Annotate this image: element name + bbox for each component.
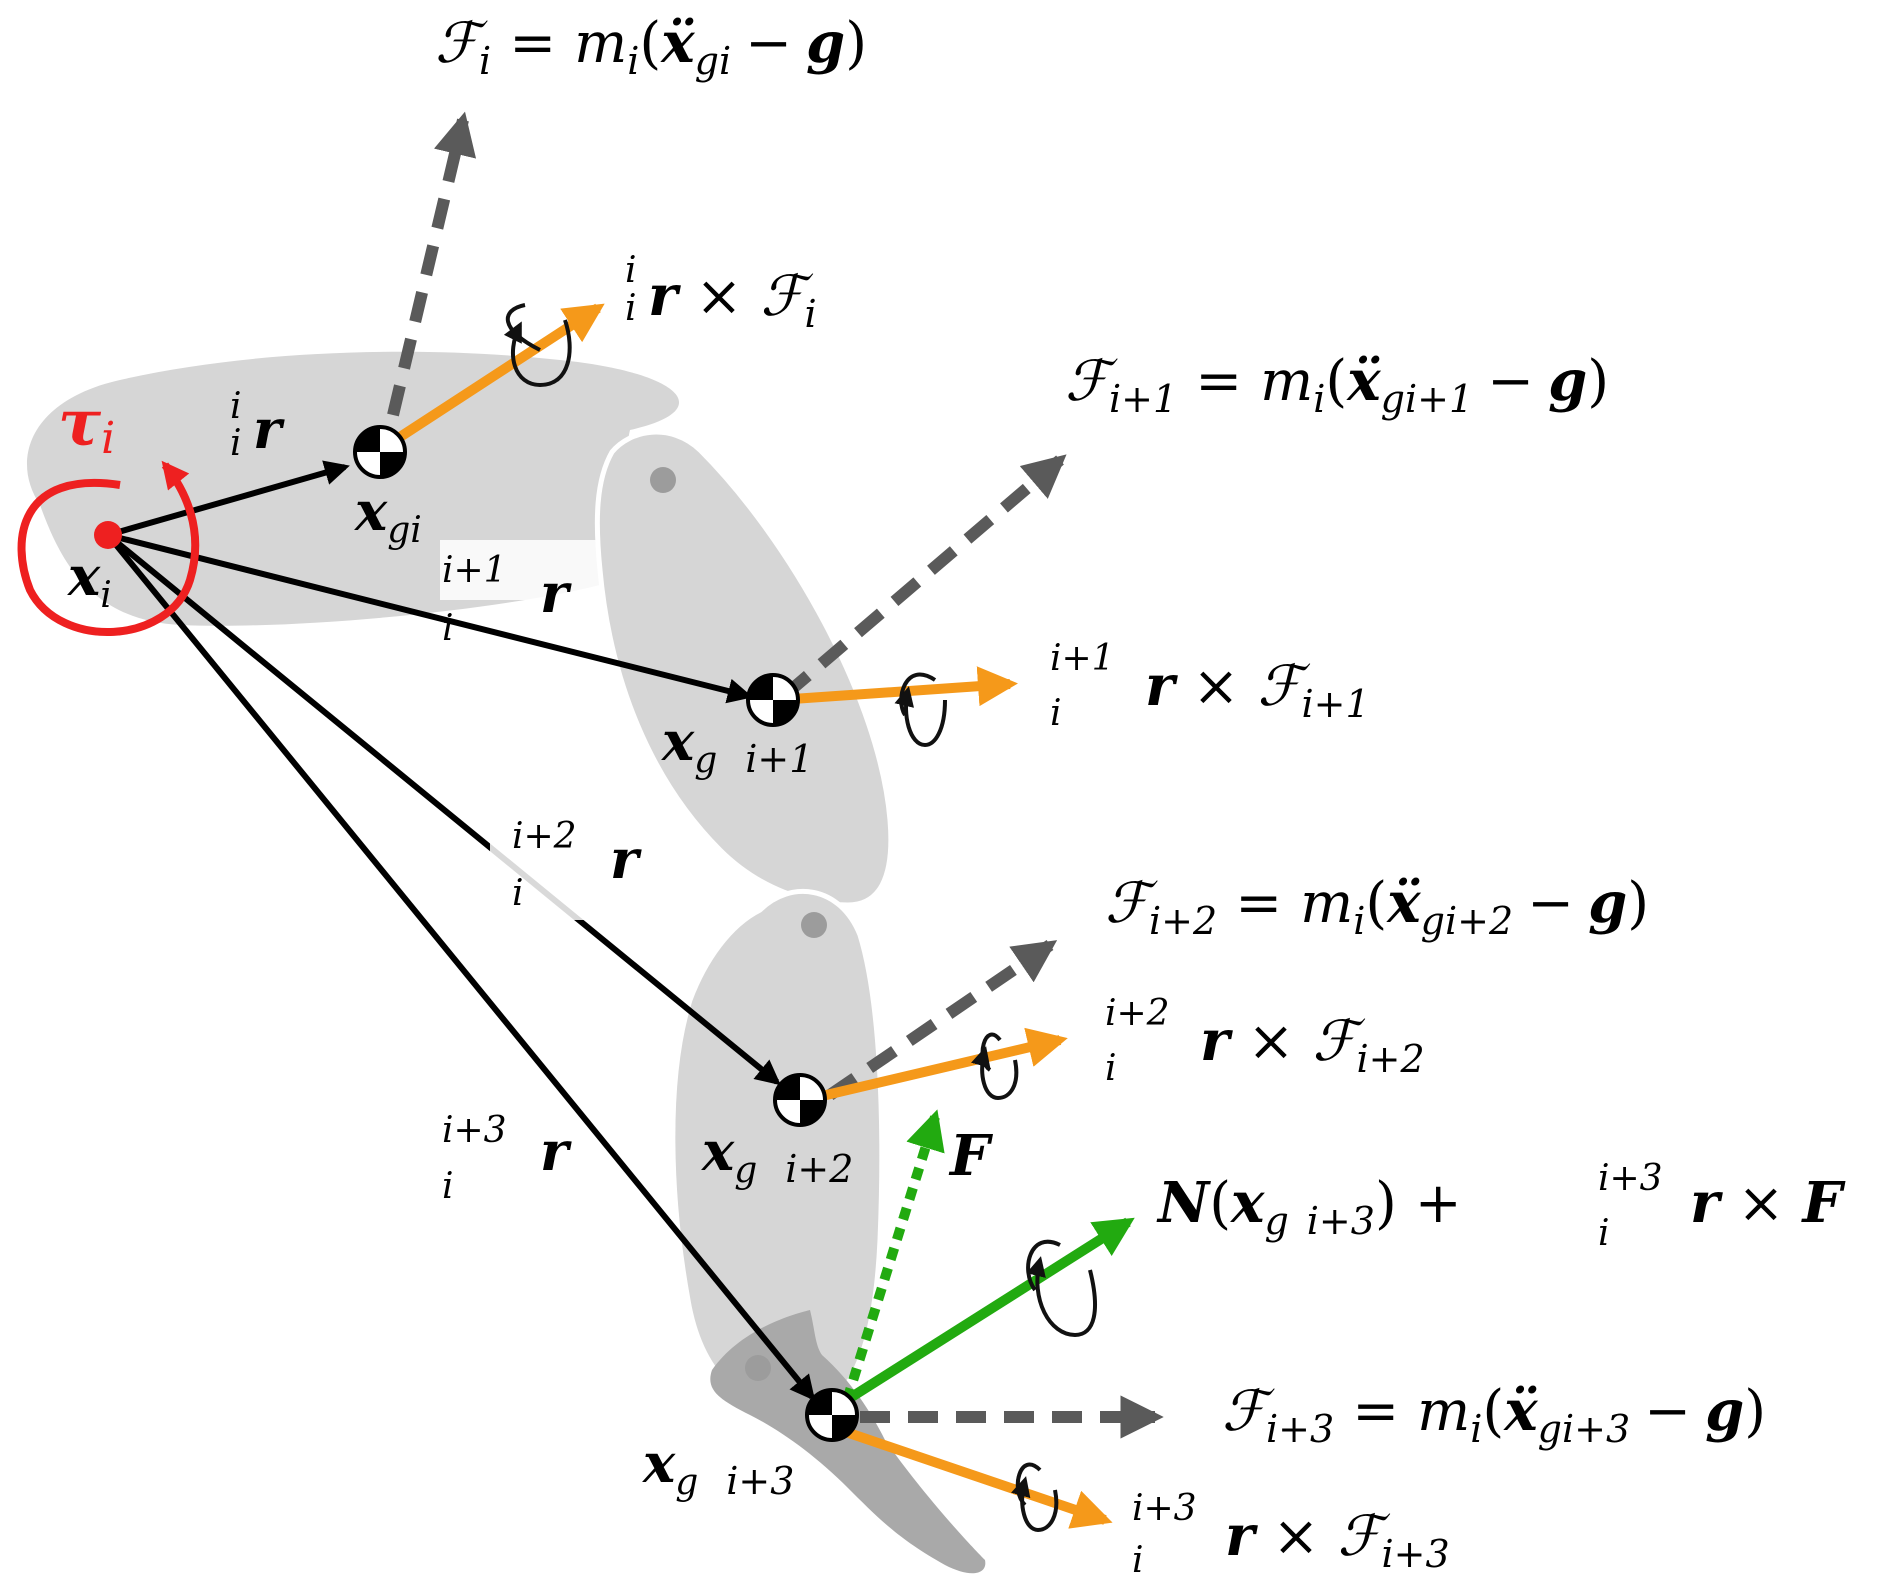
position-vectors <box>105 460 816 1401</box>
rotation-icon-2 <box>901 675 947 748</box>
svg-text:r×ℱi: r×ℱi <box>648 263 817 336</box>
r-label-i-sym: r <box>253 397 285 461</box>
svg-text:r×ℱi+2: r×ℱi+2 <box>1200 1008 1425 1081</box>
svg-text:i: i <box>1598 1213 1610 1254</box>
force-arrow-i-plus-1 <box>781 454 1067 700</box>
r-label-i-plus-3-sub: i <box>442 1166 454 1207</box>
r-label-i-plus-3-sup: i+3 <box>442 1110 507 1151</box>
r-vector-i-plus-3 <box>105 533 816 1401</box>
r-label-i-sub: i <box>230 423 242 464</box>
com-marker-i-plus-2 <box>773 1073 827 1127</box>
rotation-icon-5 <box>1018 1465 1059 1533</box>
force-arrow-i <box>387 111 477 417</box>
applied-force-label: F <box>948 1123 994 1189</box>
label-backing-1 <box>440 540 600 600</box>
svg-text:i+3: i+3 <box>1132 1488 1197 1529</box>
origin-point <box>94 521 122 549</box>
rotation-ellipses <box>508 303 1097 1533</box>
pivot-dot-3 <box>745 1355 771 1381</box>
moment-label-i: i i r×ℱi <box>625 250 817 336</box>
com-label-i: xgi <box>354 479 422 551</box>
total-moment-arrow <box>847 1217 1135 1403</box>
force-arrow-i-plus-2 <box>826 940 1058 1100</box>
r-label-i: i <box>230 386 242 427</box>
r-vector-i <box>107 460 350 538</box>
torque-arrow <box>17 460 200 636</box>
moment-arrow-i-plus-3 <box>838 1425 1113 1529</box>
label-backing-2 <box>490 830 590 920</box>
svg-text:r×F: r×F <box>1690 1170 1846 1236</box>
origin-label: xi <box>67 544 112 616</box>
rotation-icon-3 <box>982 1034 1019 1101</box>
force-arrows <box>387 111 1164 1439</box>
rotation-icon-1 <box>508 303 572 388</box>
svg-text:i+3: i+3 <box>1598 1158 1663 1199</box>
r-vector-i-plus-1 <box>107 532 753 704</box>
force-equation-i: ℱi=mi(ẍgi−g) <box>435 10 867 83</box>
svg-text:N(xgi+3)+: N(xgi+3)+ <box>1156 1170 1462 1243</box>
pivot-dot-1 <box>650 467 676 493</box>
r-label-i-plus-1-sym: r <box>540 561 572 625</box>
applied-force-arrow <box>842 1109 945 1402</box>
moment-arrow-i-plus-2 <box>803 1027 1068 1105</box>
segment-i-plus-1 <box>594 429 894 908</box>
svg-text:r×ℱi+1: r×ℱi+1 <box>1145 653 1370 726</box>
r-vector-i-plus-2 <box>106 532 781 1086</box>
svg-text:r×ℱi+3: r×ℱi+3 <box>1225 1503 1450 1576</box>
svg-text:i: i <box>1132 1540 1144 1578</box>
moment-label-i-plus-1: i+1 i r×ℱi+1 <box>1050 638 1370 734</box>
moment-label-i-plus-2: i+2 i r×ℱi+2 <box>1105 993 1425 1089</box>
svg-text:i+2: i+2 <box>1105 993 1170 1034</box>
force-equation-i-plus-1: ℱi+1=mi(ẍgi+1−g) <box>1065 348 1609 421</box>
force-equation-i-plus-3: ℱi+3=mi(ẍgi+3−g) <box>1222 1378 1766 1451</box>
svg-text:i: i <box>625 250 637 291</box>
com-marker-i <box>353 425 407 479</box>
moment-label-i-plus-3: i+3 i r×ℱi+3 <box>1132 1488 1450 1578</box>
com-marker-i-plus-1 <box>746 673 800 727</box>
svg-text:i: i <box>1050 693 1062 734</box>
r-label-i-plus-1-sup: i+1 <box>442 550 507 591</box>
svg-text:i: i <box>1105 1048 1117 1089</box>
force-equation-i-plus-2: ℱi+2=mi(ẍgi+2−g) <box>1105 870 1649 943</box>
moment-arrow-i <box>397 303 605 442</box>
rotation-icon-4 <box>1028 1240 1097 1338</box>
svg-text:i+1: i+1 <box>1050 638 1115 679</box>
r-label-i-plus-3-sym: r <box>540 1119 572 1183</box>
r-label-i-plus-2-sub: i <box>512 873 524 914</box>
segment-i-plus-3 <box>710 1310 986 1574</box>
svg-text:i: i <box>625 288 637 329</box>
r-label-i-plus-2-sym: r <box>610 827 642 891</box>
com-marker-i-plus-3 <box>805 1388 859 1442</box>
torque-label: τi <box>58 386 115 464</box>
r-label-i-plus-1-sub: i <box>442 608 454 649</box>
r-label-i-plus-2-sup: i+2 <box>512 816 577 857</box>
pivot-dot-2 <box>801 912 827 938</box>
